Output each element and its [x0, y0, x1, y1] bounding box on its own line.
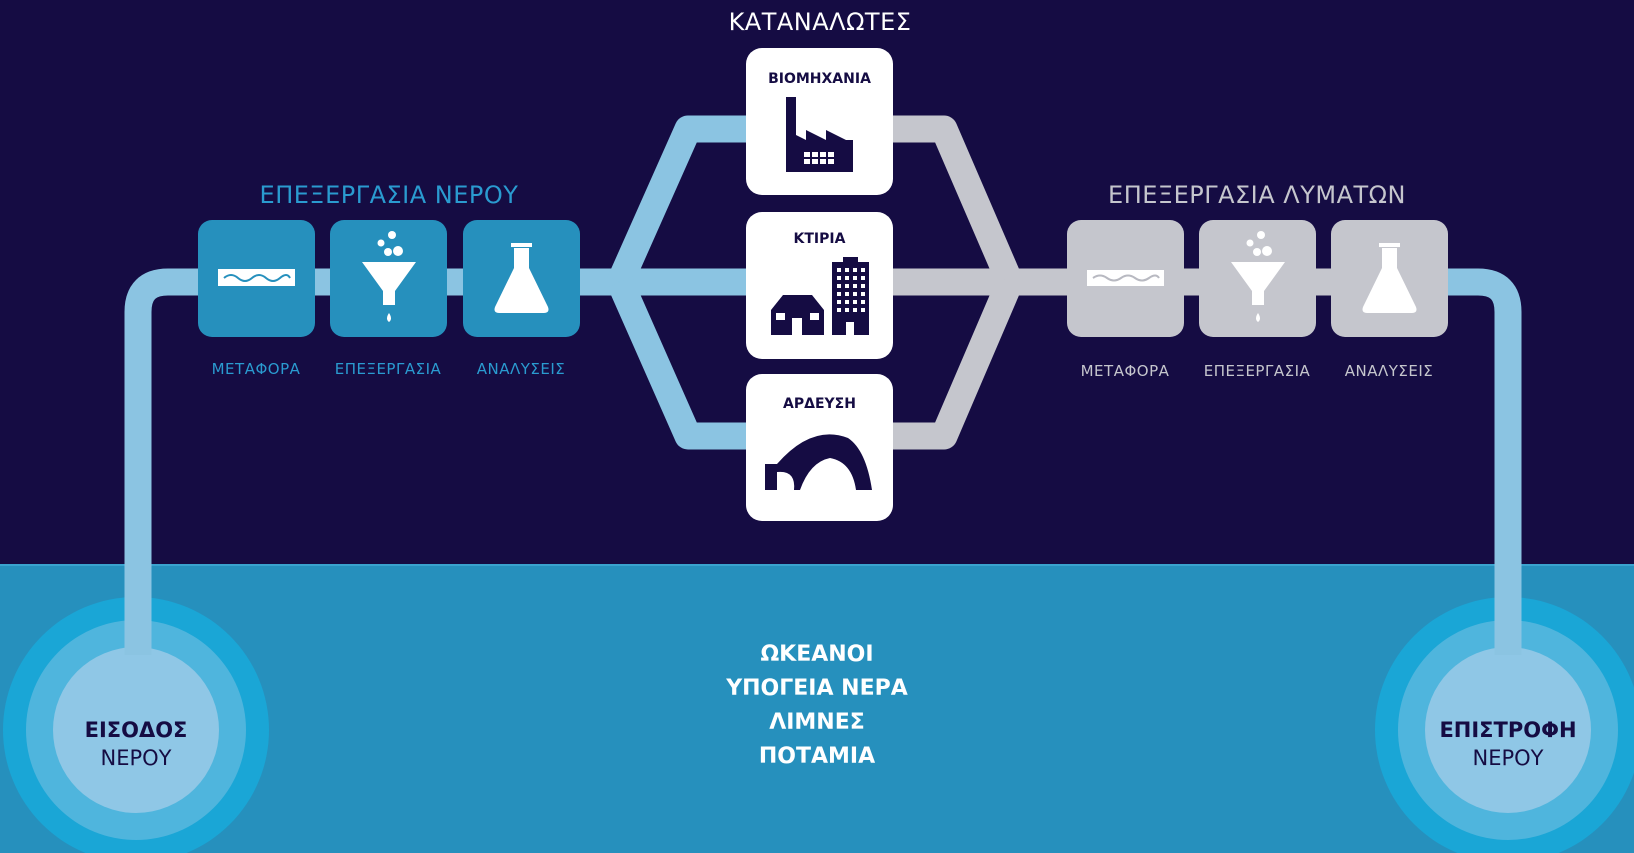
water-body-rivers: ΠΟΤΑΜΙΑ — [758, 744, 876, 769]
consumers-title: ΚΑΤΑΝΑΛΩΤΕΣ — [728, 8, 912, 36]
wastewater-step-label-analysis: ΑΝΑΛΥΣΕΙΣ — [1344, 362, 1434, 380]
pipe-wave-icon — [1087, 270, 1164, 286]
consumer-label-irrigation: ΑΡΔΕΥΣΗ — [783, 396, 856, 412]
return-pipe — [1445, 268, 1522, 655]
water-treatment-step-transport — [198, 220, 315, 337]
consumer-label-buildings: ΚΤΙΡΙΑ — [793, 231, 846, 247]
consumer-irrigation — [746, 374, 893, 521]
water-step-label-processing: ΕΠΕΞΕΡΓΑΣΙΑ — [334, 360, 442, 378]
return-rings — [1375, 597, 1634, 853]
wastewater-step-label-transport: ΜΕΤΑΦΟΡΑ — [1080, 362, 1170, 380]
water-treatment-step-analysis — [463, 220, 580, 337]
water-bodies-list: ΩΚΕΑΝΟΙ ΥΠΟΓΕΙΑ ΝΕΡΑ ΛΙΜΝΕΣ ΠΟΤΑΜΙΑ — [617, 638, 1017, 774]
water-body-groundwater: ΥΠΟΓΕΙΑ ΝΕΡΑ — [726, 676, 908, 701]
wastewater-step-label-processing: ΕΠΕΞΕΡΓΑΣΙΑ — [1203, 362, 1311, 380]
funnel-icon — [1231, 231, 1285, 322]
wastewater-step-analysis — [1331, 220, 1448, 337]
consumer-industry — [746, 48, 893, 195]
flask-icon — [494, 243, 549, 313]
buildings-icon — [771, 257, 869, 335]
factory-icon — [786, 97, 853, 172]
intake-rings — [3, 597, 269, 853]
return-label: ΕΠΙΣΤΡΟΦΗ ΝΕΡΟΥ — [1408, 716, 1608, 772]
water-step-label-transport: ΜΕΤΑΦΟΡΑ — [211, 360, 301, 378]
water-treatment-title: ΕΠΕΞΕΡΓΑΣΙΑ ΝΕΡΟΥ — [259, 181, 519, 209]
water-treatment-step-processing — [330, 220, 447, 337]
pipe-wave-icon — [218, 269, 295, 286]
intake-line2: ΝΕΡΟΥ — [100, 746, 172, 770]
funnel-icon — [362, 231, 416, 322]
intake-line1: ΕΙΣΟΔΟΣ — [84, 718, 188, 742]
clean-water-pipe — [124, 115, 760, 655]
wastewater-title: ΕΠΕΞΕΡΓΑΣΙΑ ΛΥΜΑΤΩΝ — [1108, 181, 1406, 209]
consumer-label-industry: ΒΙΟΜΗΧΑΝΙΑ — [768, 71, 871, 87]
return-line1: ΕΠΙΣΤΡΟΦΗ — [1439, 718, 1577, 742]
wastewater-step-transport — [1067, 220, 1184, 337]
water-body-oceans: ΩΚΕΑΝΟΙ — [760, 642, 874, 667]
return-line2: ΝΕΡΟΥ — [1472, 746, 1544, 770]
intake-label: ΕΙΣΟΔΟΣ ΝΕΡΟΥ — [36, 716, 236, 772]
water-body-lakes: ΛΙΜΝΕΣ — [769, 710, 865, 735]
wastewater-step-processing — [1199, 220, 1316, 337]
water-step-label-analysis: ΑΝΑΛΥΣΕΙΣ — [476, 360, 566, 378]
consumer-buildings — [746, 212, 893, 359]
irrigation-icon — [765, 434, 872, 490]
water-area — [0, 565, 1634, 853]
flask-icon — [1362, 243, 1417, 313]
